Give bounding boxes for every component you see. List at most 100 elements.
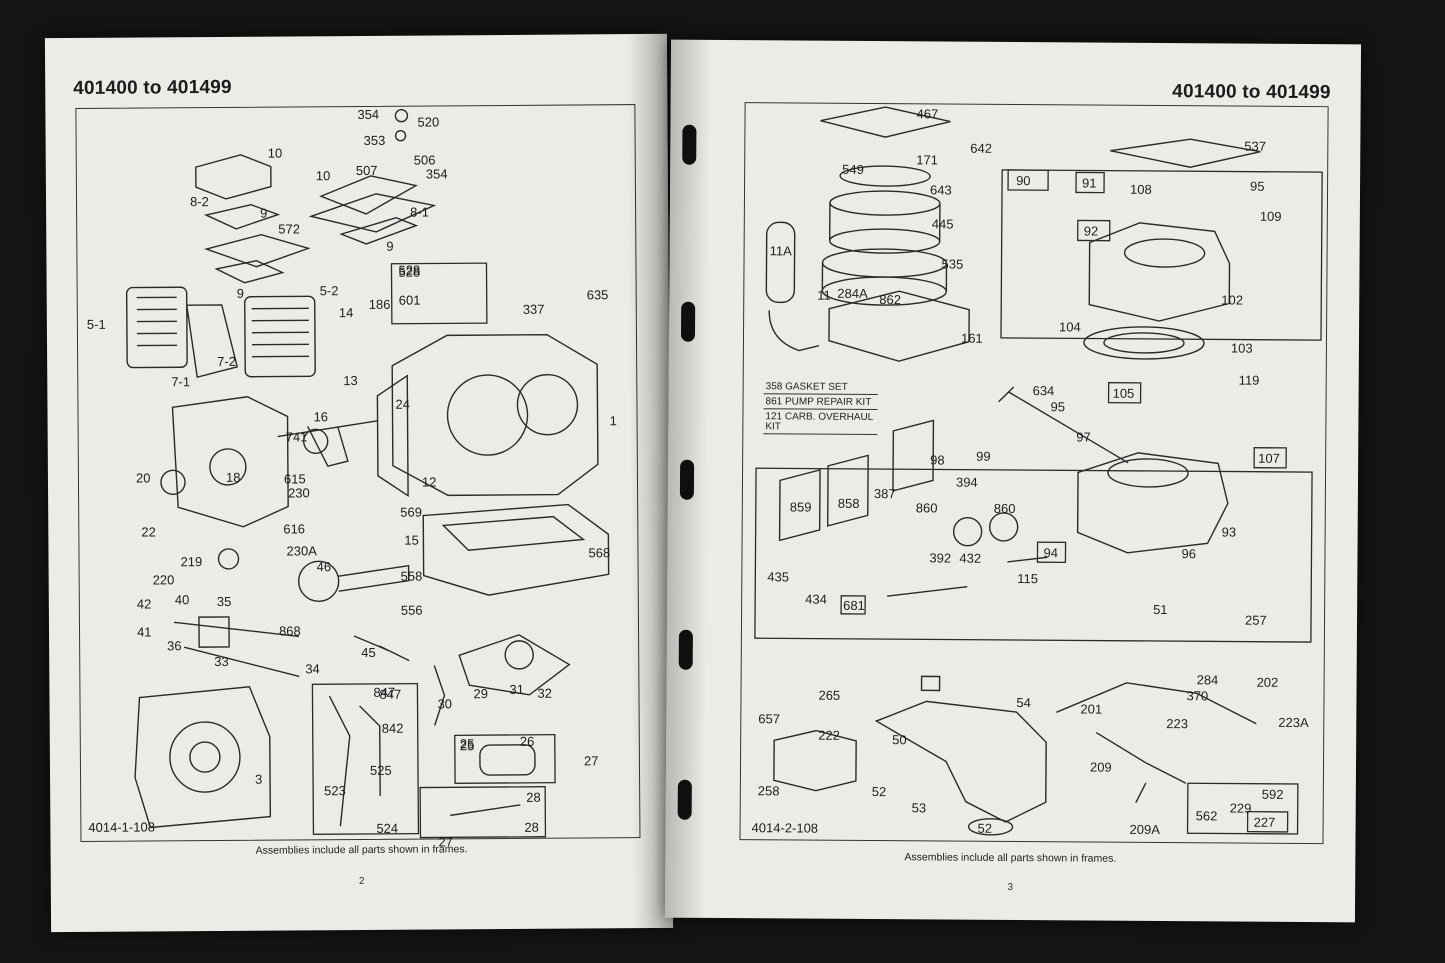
part-label: 115	[1017, 571, 1039, 587]
part-label: 11	[817, 287, 831, 303]
part-label: 223A	[1278, 714, 1309, 731]
part-label: 657	[758, 711, 781, 727]
part-label: 284	[1196, 672, 1219, 688]
part-label: 30	[437, 696, 453, 712]
box-label: 681	[843, 597, 865, 613]
part-label: 572	[278, 221, 300, 237]
part-label: 52	[977, 820, 993, 836]
part-label: 859	[789, 499, 812, 515]
part-label: 370	[1186, 688, 1209, 704]
part-label: 31	[509, 681, 524, 697]
box-label: 90	[1016, 173, 1031, 189]
part-label: 36	[167, 638, 182, 654]
part-label: 1	[609, 413, 617, 429]
part-label: 535	[941, 256, 964, 272]
part-label: 209A	[1129, 821, 1160, 838]
part-label: 9	[236, 285, 244, 301]
part-label: 40	[174, 592, 190, 608]
part-label: 741	[285, 429, 308, 445]
part-label: 230A	[286, 543, 317, 559]
gutter-shadow	[664, 39, 712, 918]
part-label: 15	[404, 532, 419, 548]
part-label: 93	[1221, 524, 1237, 540]
part-label: 51	[1153, 601, 1168, 618]
part-label: 569	[400, 504, 422, 520]
part-label: 858	[837, 495, 860, 511]
part-label: 108	[1129, 181, 1152, 197]
part-label: 387	[873, 486, 896, 502]
kit-note: 358 GASKET SET	[763, 380, 878, 396]
exploded-engine-diagram	[125, 108, 610, 839]
box-label: 107	[1258, 450, 1280, 466]
part-label: 109	[1259, 208, 1282, 224]
part-label: 258	[757, 783, 780, 799]
part-label: 13	[343, 373, 358, 389]
box-label: 94	[1043, 545, 1059, 561]
part-label: 104	[1059, 319, 1081, 335]
part-label: 568	[588, 545, 611, 561]
part-label: 95	[1050, 399, 1066, 415]
part-label: 96	[1181, 546, 1197, 562]
part-label: 434	[805, 591, 827, 607]
part-label: 523	[324, 783, 346, 799]
part-label: 220	[152, 572, 175, 588]
part-label: 119	[1238, 372, 1260, 388]
kit-note: 861 PUMP REPAIR KIT	[763, 395, 878, 411]
part-label: 8-1	[410, 204, 429, 220]
part-label: 615	[283, 471, 306, 487]
part-label: 42	[136, 596, 152, 612]
left-page: 401400 to 401499	[44, 33, 674, 933]
part-label: 10	[315, 168, 331, 184]
part-label: 435	[767, 569, 790, 585]
part-label: 394	[955, 474, 978, 490]
part-label: 18	[225, 469, 241, 485]
part-label: 201	[1080, 701, 1103, 717]
part-label: 26	[519, 733, 535, 749]
part-label: 20	[135, 470, 151, 486]
part-label: 95	[1250, 178, 1265, 194]
diagram-code: 4014-1-108	[88, 819, 155, 835]
part-label: 27	[583, 753, 599, 769]
part-label: 52	[871, 784, 887, 800]
part-label: 103	[1230, 340, 1253, 356]
part-label: 29	[473, 686, 488, 702]
part-label: 16	[313, 409, 329, 425]
box-label: 25	[459, 736, 475, 752]
right-page: 401400 to 401499	[664, 39, 1362, 923]
part-label: 556	[400, 602, 423, 618]
part-label: 53	[911, 800, 927, 816]
part-label: 209	[1089, 759, 1112, 775]
part-label: 507	[355, 162, 378, 179]
part-label: 635	[586, 287, 609, 303]
exploded-carburetor-diagram	[754, 106, 1323, 836]
part-label: 219	[180, 554, 203, 570]
part-label: 230	[288, 485, 310, 501]
part-label: 10	[267, 145, 283, 161]
part-label: 34	[305, 661, 320, 677]
part-label: 392	[929, 550, 952, 566]
part-label: 41	[136, 624, 152, 640]
part-label: 643	[929, 182, 952, 198]
part-label: 12	[421, 474, 437, 490]
part-label: 860	[993, 500, 1016, 517]
part-label: 525	[369, 762, 392, 778]
part-label: 32	[537, 685, 552, 701]
part-label: 3	[255, 771, 263, 787]
part-label: 98	[930, 452, 945, 468]
part-label: 353	[363, 132, 386, 148]
part-label: 537	[1244, 138, 1267, 154]
part-label: 7-1	[171, 374, 191, 390]
part-label: 862	[879, 292, 902, 308]
part-label: 642	[970, 140, 993, 156]
part-label: 22	[141, 524, 156, 540]
part-label: 50	[892, 732, 907, 748]
part-label: 24	[395, 396, 410, 412]
part-label: 5-2	[319, 283, 339, 299]
part-label: 520	[417, 114, 440, 130]
part-label: 562	[1195, 808, 1218, 824]
part-label: 97	[1076, 429, 1091, 445]
part-label: 54	[1016, 695, 1031, 711]
part-label: 35	[216, 593, 232, 609]
part-label: 28	[524, 819, 539, 835]
part-label: 99	[976, 448, 991, 464]
